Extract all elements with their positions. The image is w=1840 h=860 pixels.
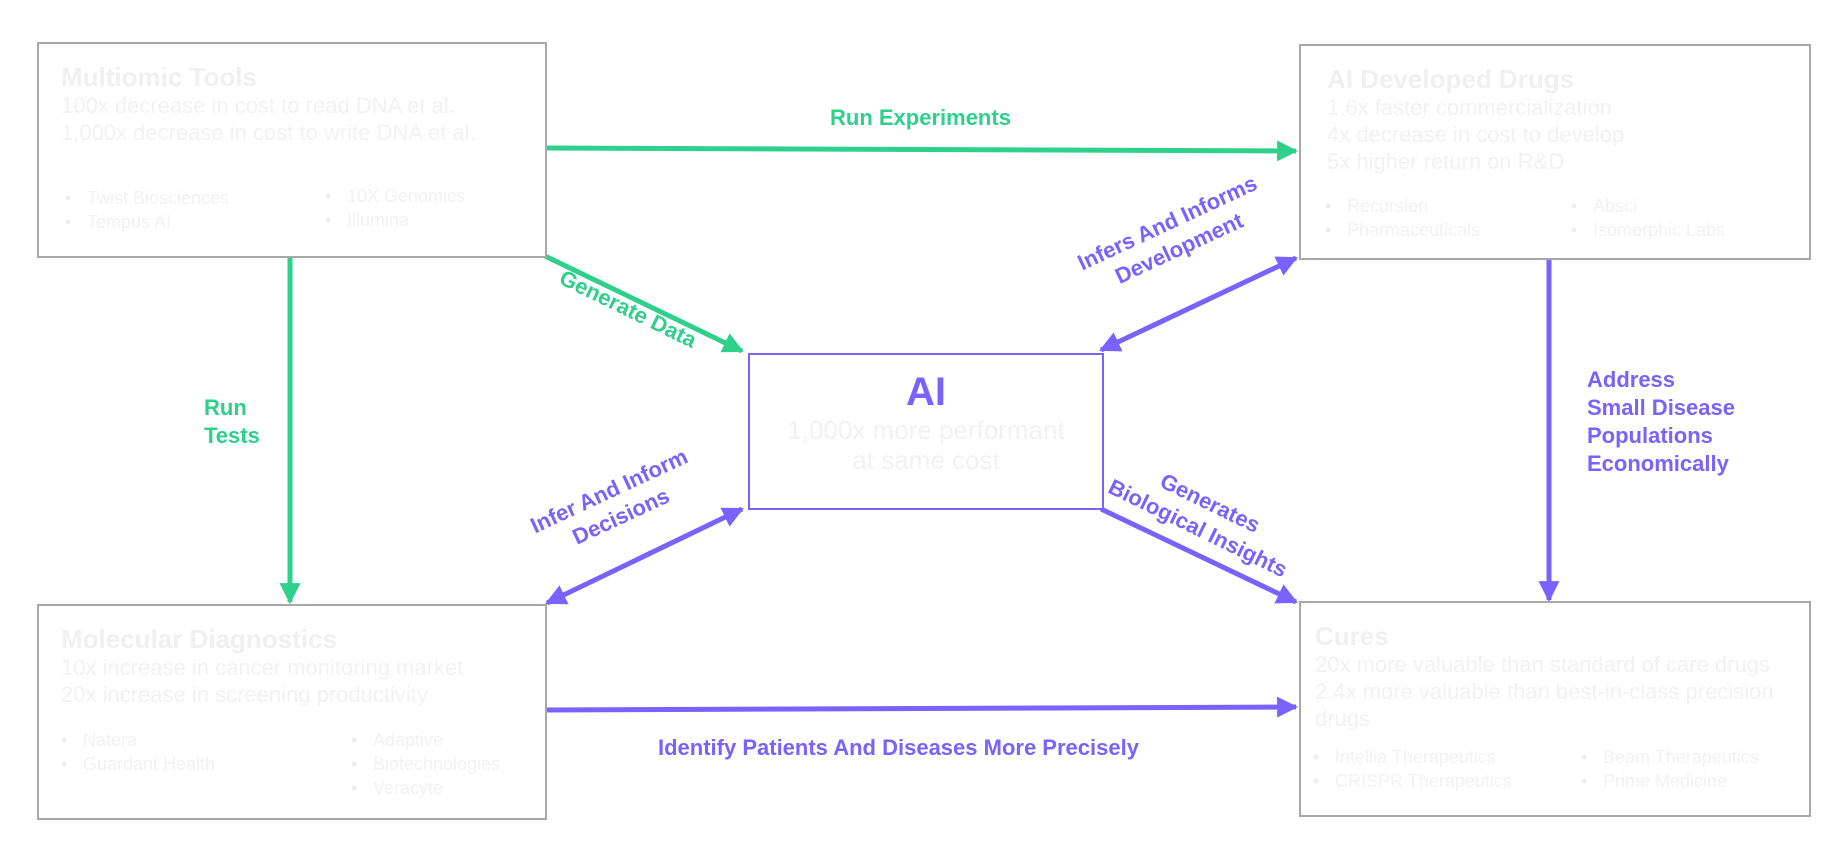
- box-stat-line: 5x higher return on R&D: [1327, 149, 1565, 174]
- list-item: Pharmaceuticals: [1321, 218, 1480, 242]
- arrow-run-experiments: [544, 140, 1299, 162]
- list-item: 10X Genomics: [321, 184, 465, 208]
- list-item: Guardant Health: [57, 752, 215, 776]
- label-line: Economically: [1587, 451, 1729, 476]
- arrow-generate-data: [543, 253, 744, 354]
- bullet-list-right: Adaptive Biotechnologies Veracyte: [347, 728, 500, 800]
- label-identify-patients: Identify Patients And Diseases More Prec…: [658, 735, 1139, 760]
- bullet-list-left: Recursion Pharmaceuticals: [1321, 194, 1480, 242]
- box-title: Cures: [1315, 621, 1389, 651]
- label-line: Populations: [1587, 423, 1713, 448]
- arrow-infer-inform-decisions: [545, 506, 744, 606]
- arrow-generates-insights: [1099, 506, 1298, 605]
- arrow-infers-informs-development: [1099, 255, 1298, 353]
- box-stat-line: 2.4x more valuable than best-in-class pr…: [1315, 679, 1774, 704]
- list-item: Beam Therapeutics: [1577, 745, 1759, 769]
- list-item: Twist Biosciences: [61, 186, 229, 210]
- list-item: Recursion: [1321, 194, 1480, 218]
- bullet-list-right: Beam Therapeutics Prime Medicine: [1577, 745, 1759, 793]
- list-item: Natera: [57, 728, 215, 752]
- box-title: Molecular Diagnostics: [61, 624, 337, 654]
- list-item: Prime Medicine: [1577, 769, 1759, 793]
- label-line: Address: [1587, 367, 1676, 392]
- label-run-experiments: Run Experiments: [830, 105, 1011, 130]
- bullet-list-left: Twist Biosciences Tempus AI: [61, 186, 229, 234]
- list-item: Veracyte: [347, 776, 500, 800]
- ai-box: AI 1,000x more performant at same cost: [748, 353, 1104, 510]
- list-item: Adaptive: [347, 728, 500, 752]
- box-title: Multiomic Tools: [61, 62, 257, 92]
- box-stat-line: 10x increase in cancer monitoring market: [61, 655, 464, 680]
- label-line: Run: [204, 395, 247, 420]
- multiomic-tools-box: Multiomic Tools 100x decrease in cost to…: [37, 42, 547, 258]
- cures-box: Cures 20x more valuable than standard of…: [1299, 601, 1811, 817]
- box-stat-line: 20x increase in screening productivity: [61, 682, 428, 707]
- ai-stat-line: 1,000x more performant: [787, 415, 1065, 445]
- bullet-list-right: Absci Isomorphic Labs: [1567, 194, 1725, 242]
- molecular-diagnostics-box: Molecular Diagnostics 10x increase in ca…: [37, 604, 547, 820]
- list-item: Isomorphic Labs: [1567, 218, 1725, 242]
- label-line: Small Disease: [1587, 395, 1735, 420]
- box-title: AI Developed Drugs: [1327, 64, 1575, 94]
- bullet-list-right: 10X Genomics Illumina: [321, 184, 465, 232]
- arrow-identify-patients: [544, 696, 1299, 718]
- list-item: Biotechnologies: [347, 752, 500, 776]
- box-stat-line: 4x decrease in cost to develop: [1327, 122, 1625, 147]
- bullet-list-left: Intellia Therapeutics CRISPR Therapeutic…: [1309, 745, 1512, 793]
- box-stat-line: 1.6x faster commercialization: [1327, 95, 1612, 120]
- list-item: Absci: [1567, 194, 1725, 218]
- box-stat-line: 100x decrease in cost to read DNA et al.: [61, 93, 455, 118]
- list-item: Illumina: [321, 208, 465, 232]
- list-item: Tempus AI: [61, 210, 229, 234]
- bullet-list-left: Natera Guardant Health: [57, 728, 215, 776]
- label-address-small-disease: Address Small Disease Populations Econom…: [1587, 366, 1735, 478]
- list-item: Intellia Therapeutics: [1309, 745, 1512, 769]
- label-run-tests: Run Tests: [204, 394, 260, 450]
- label-line: Tests: [204, 423, 260, 448]
- box-stat-line: 20x more valuable than standard of care …: [1315, 652, 1770, 677]
- ai-stat-line: at same cost: [852, 445, 1000, 475]
- box-stat-line: drugs: [1315, 706, 1371, 731]
- list-item: CRISPR Therapeutics: [1309, 769, 1512, 793]
- ai-developed-drugs-box: AI Developed Drugs 1.6x faster commercia…: [1299, 44, 1811, 260]
- box-stat-line: 1,000x decrease in cost to write DNA et …: [61, 120, 476, 145]
- ai-title: AI: [906, 370, 946, 414]
